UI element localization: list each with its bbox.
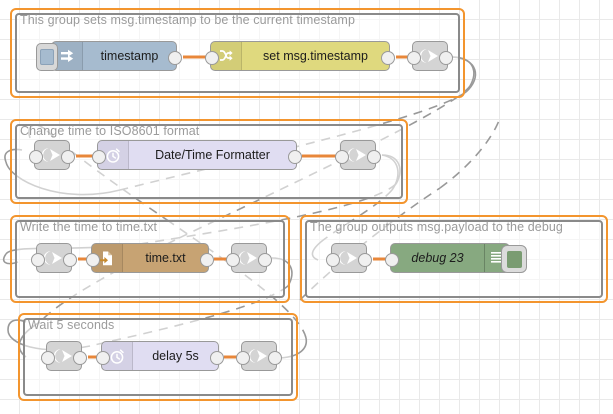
output-port[interactable]: [439, 51, 453, 65]
node-link-in-4[interactable]: [326, 243, 372, 273]
node-link-in-2[interactable]: [29, 140, 75, 170]
link-in-icon: [332, 244, 366, 272]
node-change-set-timestamp[interactable]: set msg.timestamp: [205, 41, 395, 71]
group-label: Change time to ISO8601 format: [20, 124, 200, 138]
output-port[interactable]: [168, 51, 182, 65]
output-port[interactable]: [61, 150, 75, 164]
node-label: Date/Time Formatter: [155, 148, 270, 162]
node-link-in-3[interactable]: [31, 243, 77, 273]
link-out-icon: [413, 42, 447, 70]
link-in-icon: [35, 141, 69, 169]
input-port[interactable]: [29, 150, 43, 164]
output-port[interactable]: [200, 253, 214, 267]
input-port[interactable]: [205, 51, 219, 65]
debug-lines-icon: [484, 244, 509, 272]
node-datetime-formatter[interactable]: Date/Time Formatter: [92, 140, 302, 170]
group-label: Wait 5 seconds: [28, 318, 115, 332]
link-out-icon: [341, 141, 375, 169]
input-port[interactable]: [407, 51, 421, 65]
link-out-icon: [232, 244, 266, 272]
inject-trigger-button[interactable]: [36, 43, 58, 71]
node-link-in-5[interactable]: [41, 341, 87, 371]
input-port[interactable]: [31, 253, 45, 267]
output-port[interactable]: [367, 150, 381, 164]
debug-enable-toggle[interactable]: [501, 245, 527, 273]
node-label: debug 23: [411, 251, 464, 265]
node-file-timetxt[interactable]: time.txt: [86, 243, 214, 273]
output-port[interactable]: [63, 253, 77, 267]
link-out-icon: [242, 342, 276, 370]
node-label: time.txt: [145, 251, 186, 265]
node-label: set msg.timestamp: [263, 49, 368, 63]
input-port[interactable]: [41, 351, 55, 365]
output-port[interactable]: [210, 351, 224, 365]
input-port[interactable]: [96, 351, 110, 365]
node-label: delay 5s: [152, 349, 199, 363]
output-port[interactable]: [258, 253, 272, 267]
node-inject-timestamp[interactable]: timestamp: [36, 41, 182, 71]
node-delay-5s[interactable]: delay 5s: [96, 341, 224, 371]
group-label: Write the time to time.txt: [20, 220, 158, 234]
group-label: The group outputs msg.payload to the deb…: [310, 220, 563, 234]
node-link-out-2[interactable]: [335, 140, 381, 170]
output-port[interactable]: [288, 150, 302, 164]
output-port[interactable]: [358, 253, 372, 267]
input-port[interactable]: [326, 253, 340, 267]
output-port[interactable]: [73, 351, 87, 365]
link-in-icon: [37, 244, 71, 272]
node-link-out-5[interactable]: [236, 341, 282, 371]
group-label: This group sets msg.timestamp to be the …: [20, 13, 355, 27]
input-port[interactable]: [236, 351, 250, 365]
input-port[interactable]: [335, 150, 349, 164]
output-port[interactable]: [268, 351, 282, 365]
input-port[interactable]: [86, 253, 100, 267]
node-link-out-1[interactable]: [407, 41, 453, 71]
link-in-icon: [47, 342, 81, 370]
input-port[interactable]: [92, 150, 106, 164]
node-label: timestamp: [100, 49, 159, 63]
output-port[interactable]: [381, 51, 395, 65]
node-debug-23[interactable]: debug 23: [385, 243, 527, 273]
input-port[interactable]: [385, 253, 399, 267]
input-port[interactable]: [226, 253, 240, 267]
node-link-out-3[interactable]: [226, 243, 272, 273]
